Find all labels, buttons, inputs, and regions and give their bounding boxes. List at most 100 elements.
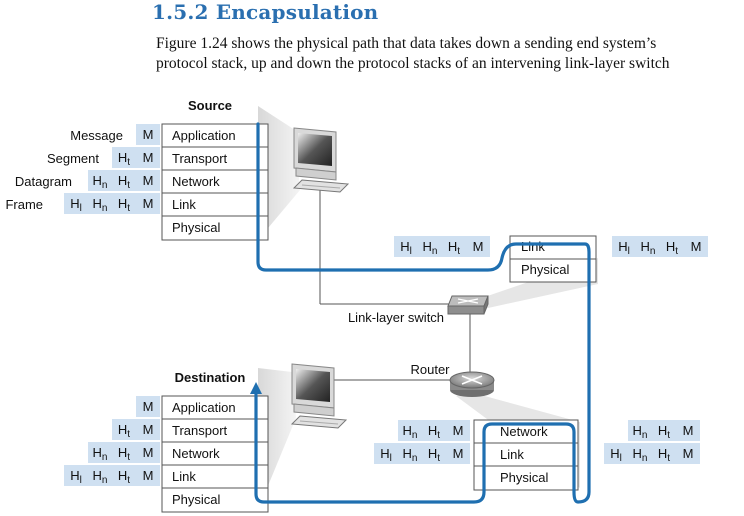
header-group: Hl Hn Ht M [64, 193, 160, 214]
header-hn: Hn [93, 173, 108, 191]
router-icon [449, 371, 495, 397]
header-hn: Hn [641, 239, 656, 257]
header-ht: Ht [658, 446, 670, 464]
source-stack: Application Transport Network Link Physi… [161, 123, 269, 241]
header-hl: Hl [618, 239, 630, 257]
header-hn: Hn [93, 445, 108, 463]
header-m: M [143, 422, 154, 437]
switch-label: Link-layer switch [348, 310, 444, 325]
header-m: M [683, 423, 694, 438]
source-computer-icon [292, 127, 350, 193]
header-group-bg [64, 465, 160, 486]
destination-computer-icon [290, 363, 348, 429]
paragraph-line-2: protocol stack, up and down the protocol… [156, 55, 670, 72]
header-ht: Ht [118, 196, 130, 214]
header-group-bg [394, 236, 490, 257]
header-ht: Ht [118, 173, 130, 191]
header-m: M [143, 150, 154, 165]
header-ht: Ht [428, 423, 440, 441]
header-m: M [143, 127, 154, 142]
destination-stack: Application Transport Network Link Physi… [161, 395, 269, 513]
header-group-bg [398, 420, 470, 441]
header-hn: Hn [633, 446, 648, 464]
router-stack: Network Link Physical [473, 419, 579, 491]
header-ht: Ht [118, 150, 130, 168]
header-hn: Hn [93, 196, 108, 214]
header-ht: Ht [118, 445, 130, 463]
header-group: Hn Ht M [628, 420, 700, 441]
header-group: Hl Hn Ht M [394, 236, 490, 257]
router-layer-link: Link [500, 447, 524, 462]
header-group: Ht M [112, 419, 160, 440]
header-group: Hl Hn Ht M [604, 443, 700, 464]
header-group-bg [628, 420, 700, 441]
header-m: M [143, 468, 154, 483]
header-group-bg [612, 236, 708, 257]
source-title: Source [188, 98, 232, 113]
header-m: M [691, 239, 702, 254]
row-label-message: Message [70, 128, 123, 143]
switch-icon [447, 295, 489, 315]
dest-layer-application: Application [172, 400, 236, 415]
header-hl: Hl [70, 196, 82, 214]
router-layer-physical: Physical [500, 470, 549, 485]
header-group: M [136, 396, 160, 417]
header-ht: Ht [118, 422, 130, 440]
router-layer-network: Network [500, 424, 548, 439]
destination-title: Destination [175, 370, 246, 385]
dest-layer-link: Link [172, 469, 196, 484]
header-m: M [143, 399, 154, 414]
header-ht: Ht [658, 423, 670, 441]
header-group-bg [136, 124, 160, 145]
header-group: Hn Ht M [88, 170, 160, 191]
header-ht: Ht [118, 468, 130, 486]
source-layer-link: Link [172, 197, 196, 212]
source-layer-transport: Transport [172, 151, 228, 166]
header-group-bg [64, 193, 160, 214]
router-label: Router [410, 362, 450, 377]
switch-layer-link: Link [521, 239, 545, 254]
row-label-segment: Segment [47, 151, 99, 166]
header-m: M [143, 445, 154, 460]
dest-layer-physical: Physical [172, 492, 221, 507]
header-group-bg [374, 443, 470, 464]
header-group-bg [88, 170, 160, 191]
header-group: Ht M [112, 147, 160, 168]
header-m: M [473, 239, 484, 254]
header-group-bg [112, 419, 160, 440]
header-group: Hn Ht M [88, 442, 160, 463]
dest-layer-network: Network [172, 446, 220, 461]
header-ht: Ht [428, 446, 440, 464]
header-group-bg [112, 147, 160, 168]
header-hn: Hn [633, 423, 648, 441]
header-group: Hl Hn Ht M [612, 236, 708, 257]
header-group-bg [88, 442, 160, 463]
section-title: 1.5.2 Encapsulation [152, 0, 379, 24]
header-m: M [143, 173, 154, 188]
header-hl: Hl [70, 468, 82, 486]
header-m: M [683, 446, 694, 461]
header-m: M [453, 423, 464, 438]
header-hl: Hl [380, 446, 392, 464]
source-layer-application: Application [172, 128, 236, 143]
header-m: M [143, 196, 154, 211]
row-label-frame: Frame [5, 197, 43, 212]
header-hn: Hn [403, 423, 418, 441]
data-path [254, 122, 591, 504]
header-ht: Ht [448, 239, 460, 257]
header-group-bg [136, 396, 160, 417]
header-hl: Hl [400, 239, 412, 257]
body-paragraph: Figure 1.24 shows the physical path that… [156, 34, 736, 74]
switch-layer-physical: Physical [521, 262, 570, 277]
header-hn: Hn [423, 239, 438, 257]
header-hl: Hl [610, 446, 622, 464]
paragraph-line-1: Figure 1.24 shows the physical path that… [156, 35, 657, 52]
header-group: M [136, 124, 160, 145]
header-ht: Ht [666, 239, 678, 257]
header-group: Hn Ht M [398, 420, 470, 441]
header-hn: Hn [403, 446, 418, 464]
